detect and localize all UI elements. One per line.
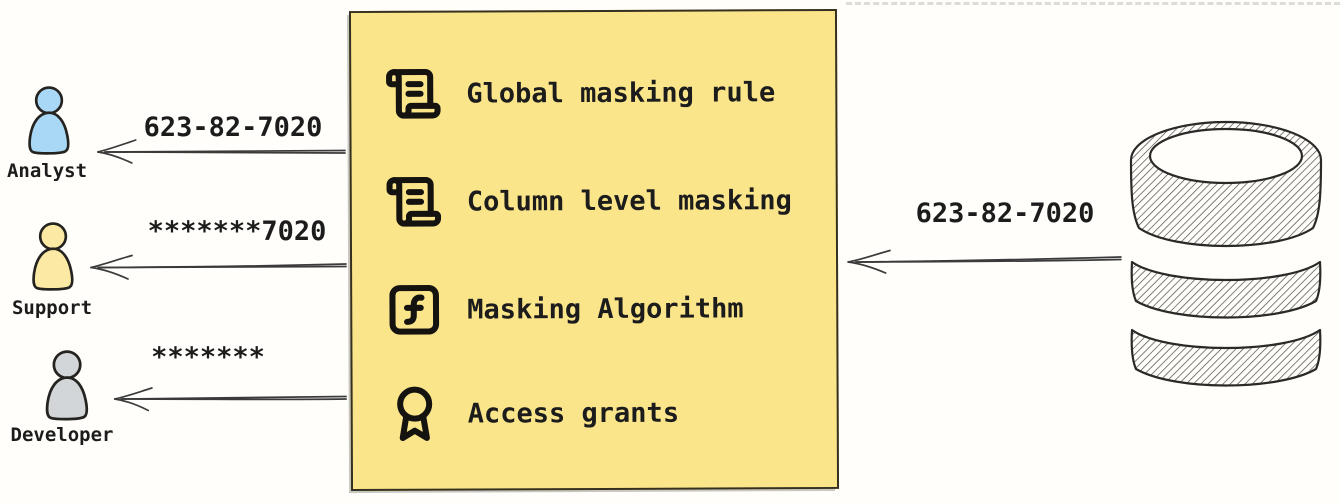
function-square-icon [385,281,443,339]
box-row-access-grants: Access grants [386,384,680,443]
box-item-label: Masking Algorithm [467,292,744,326]
box-item-label: Global masking rule [466,76,776,110]
box-item-label: Access grants [467,397,680,430]
scroll-text-icon [385,173,443,231]
arrow-left-icon [95,137,347,167]
database-icon [1126,120,1326,394]
developer-received-value: ******* [151,342,265,373]
arrow-left-icon [112,384,348,414]
dashed-artifact-line [846,2,1340,5]
box-row-global-masking-rule: Global masking rule [384,63,775,123]
support-role-label: Support [11,297,93,319]
arrow-left-icon [845,247,1123,277]
box-item-label: Column level masking [466,184,792,218]
analyst-person-icon [19,86,77,160]
support-person-icon [23,222,81,296]
scroll-text-icon [384,65,442,123]
analyst-received-value: 623-82-7020 [143,112,323,143]
arrow-left-icon [88,252,348,282]
analyst-role-label: Analyst [6,160,88,182]
developer-role-label: Developer [10,424,114,446]
support-received-value: *******7020 [147,216,327,247]
source-sent-value: 623-82-7020 [915,198,1095,229]
developer-person-icon [36,350,96,426]
masking-rules-box: Global masking rule Column level masking [348,8,840,492]
award-icon [386,385,444,443]
box-row-column-level-masking: Column level masking [385,171,792,231]
box-row-masking-algorithm: Masking Algorithm [385,279,744,339]
